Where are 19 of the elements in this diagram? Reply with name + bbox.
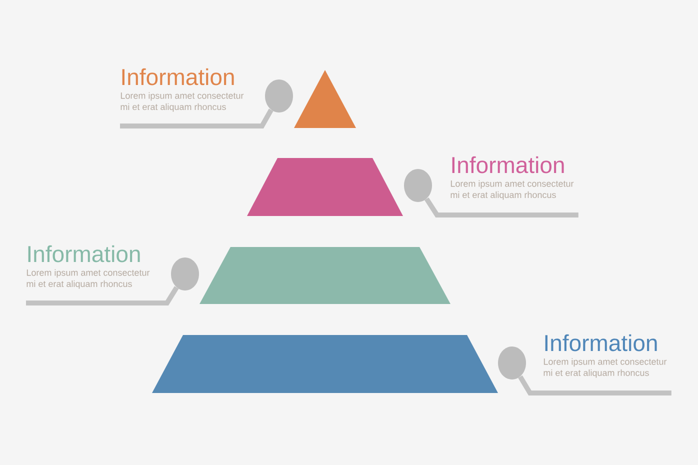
- circle-marker: [265, 80, 293, 112]
- circle-marker: [404, 169, 432, 202]
- callout-heading: Information: [122, 68, 234, 86]
- pyramid-tier: [294, 70, 356, 128]
- callout-heading: Information: [28, 245, 140, 262]
- leader-line: [424, 197, 578, 218]
- callout-text: Lorem ipsum amet consectetur mi et erat aliquam rhoncus: [26, 269, 150, 289]
- callout-heading: Information: [452, 156, 564, 174]
- callout-text: Lorem ipsum amet consectetur mi et erat aliquam rhoncus: [450, 180, 574, 200]
- leader-line: [120, 108, 274, 128]
- callout-text: Lorem ipsum amet consectetur mi et erat aliquam rhoncus: [544, 358, 667, 378]
- callout-heading: Information: [545, 334, 657, 352]
- pyramid-tier: [200, 247, 450, 304]
- leader-line: [26, 286, 179, 306]
- callout-text: Lorem ipsum amet consectetur mi et erat aliquam rhoncus: [120, 92, 244, 112]
- pyramid-tier: [247, 158, 403, 216]
- circle-marker: [171, 258, 199, 290]
- circle-marker: [498, 346, 526, 380]
- leader-line: [518, 375, 672, 396]
